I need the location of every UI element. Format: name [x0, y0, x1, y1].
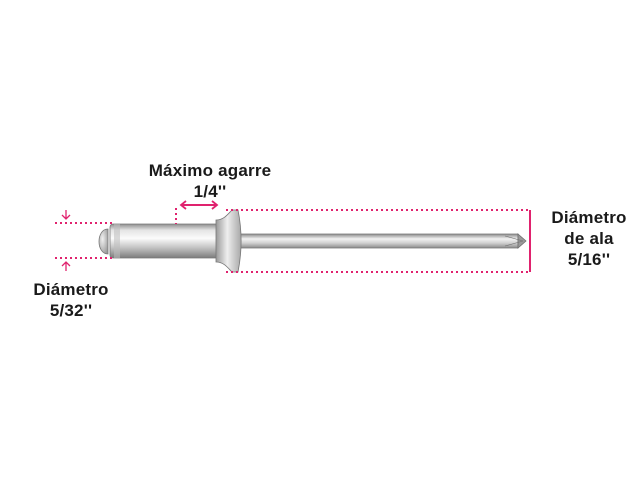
- flange-diameter-label: Diámetro de ala 5/16'': [538, 207, 640, 270]
- flange-diameter-value: 5/16'': [567, 250, 611, 269]
- grip-title: Máximo agarre: [148, 161, 272, 180]
- body-diameter-label: Diámetro 5/32'': [16, 279, 126, 321]
- flange-diameter-title-line1: Diámetro: [551, 208, 627, 227]
- grip-dimension: [175, 200, 219, 224]
- rivet-flange: [215, 209, 242, 273]
- rivet-body: [109, 223, 221, 259]
- grip-value: 1/4'': [193, 182, 227, 201]
- body-diameter-title: Diámetro: [33, 280, 109, 299]
- body-diameter-dimension: [55, 210, 114, 271]
- rivet: [98, 209, 527, 273]
- mandrel-head: [98, 228, 109, 255]
- mandrel: [221, 233, 527, 249]
- flange-diameter-title-line2: de ala: [564, 229, 614, 248]
- flange-diameter-dimension: [226, 209, 531, 273]
- grip-label: Máximo agarre 1/4'': [125, 160, 295, 202]
- body-diameter-value: 5/32'': [49, 301, 93, 320]
